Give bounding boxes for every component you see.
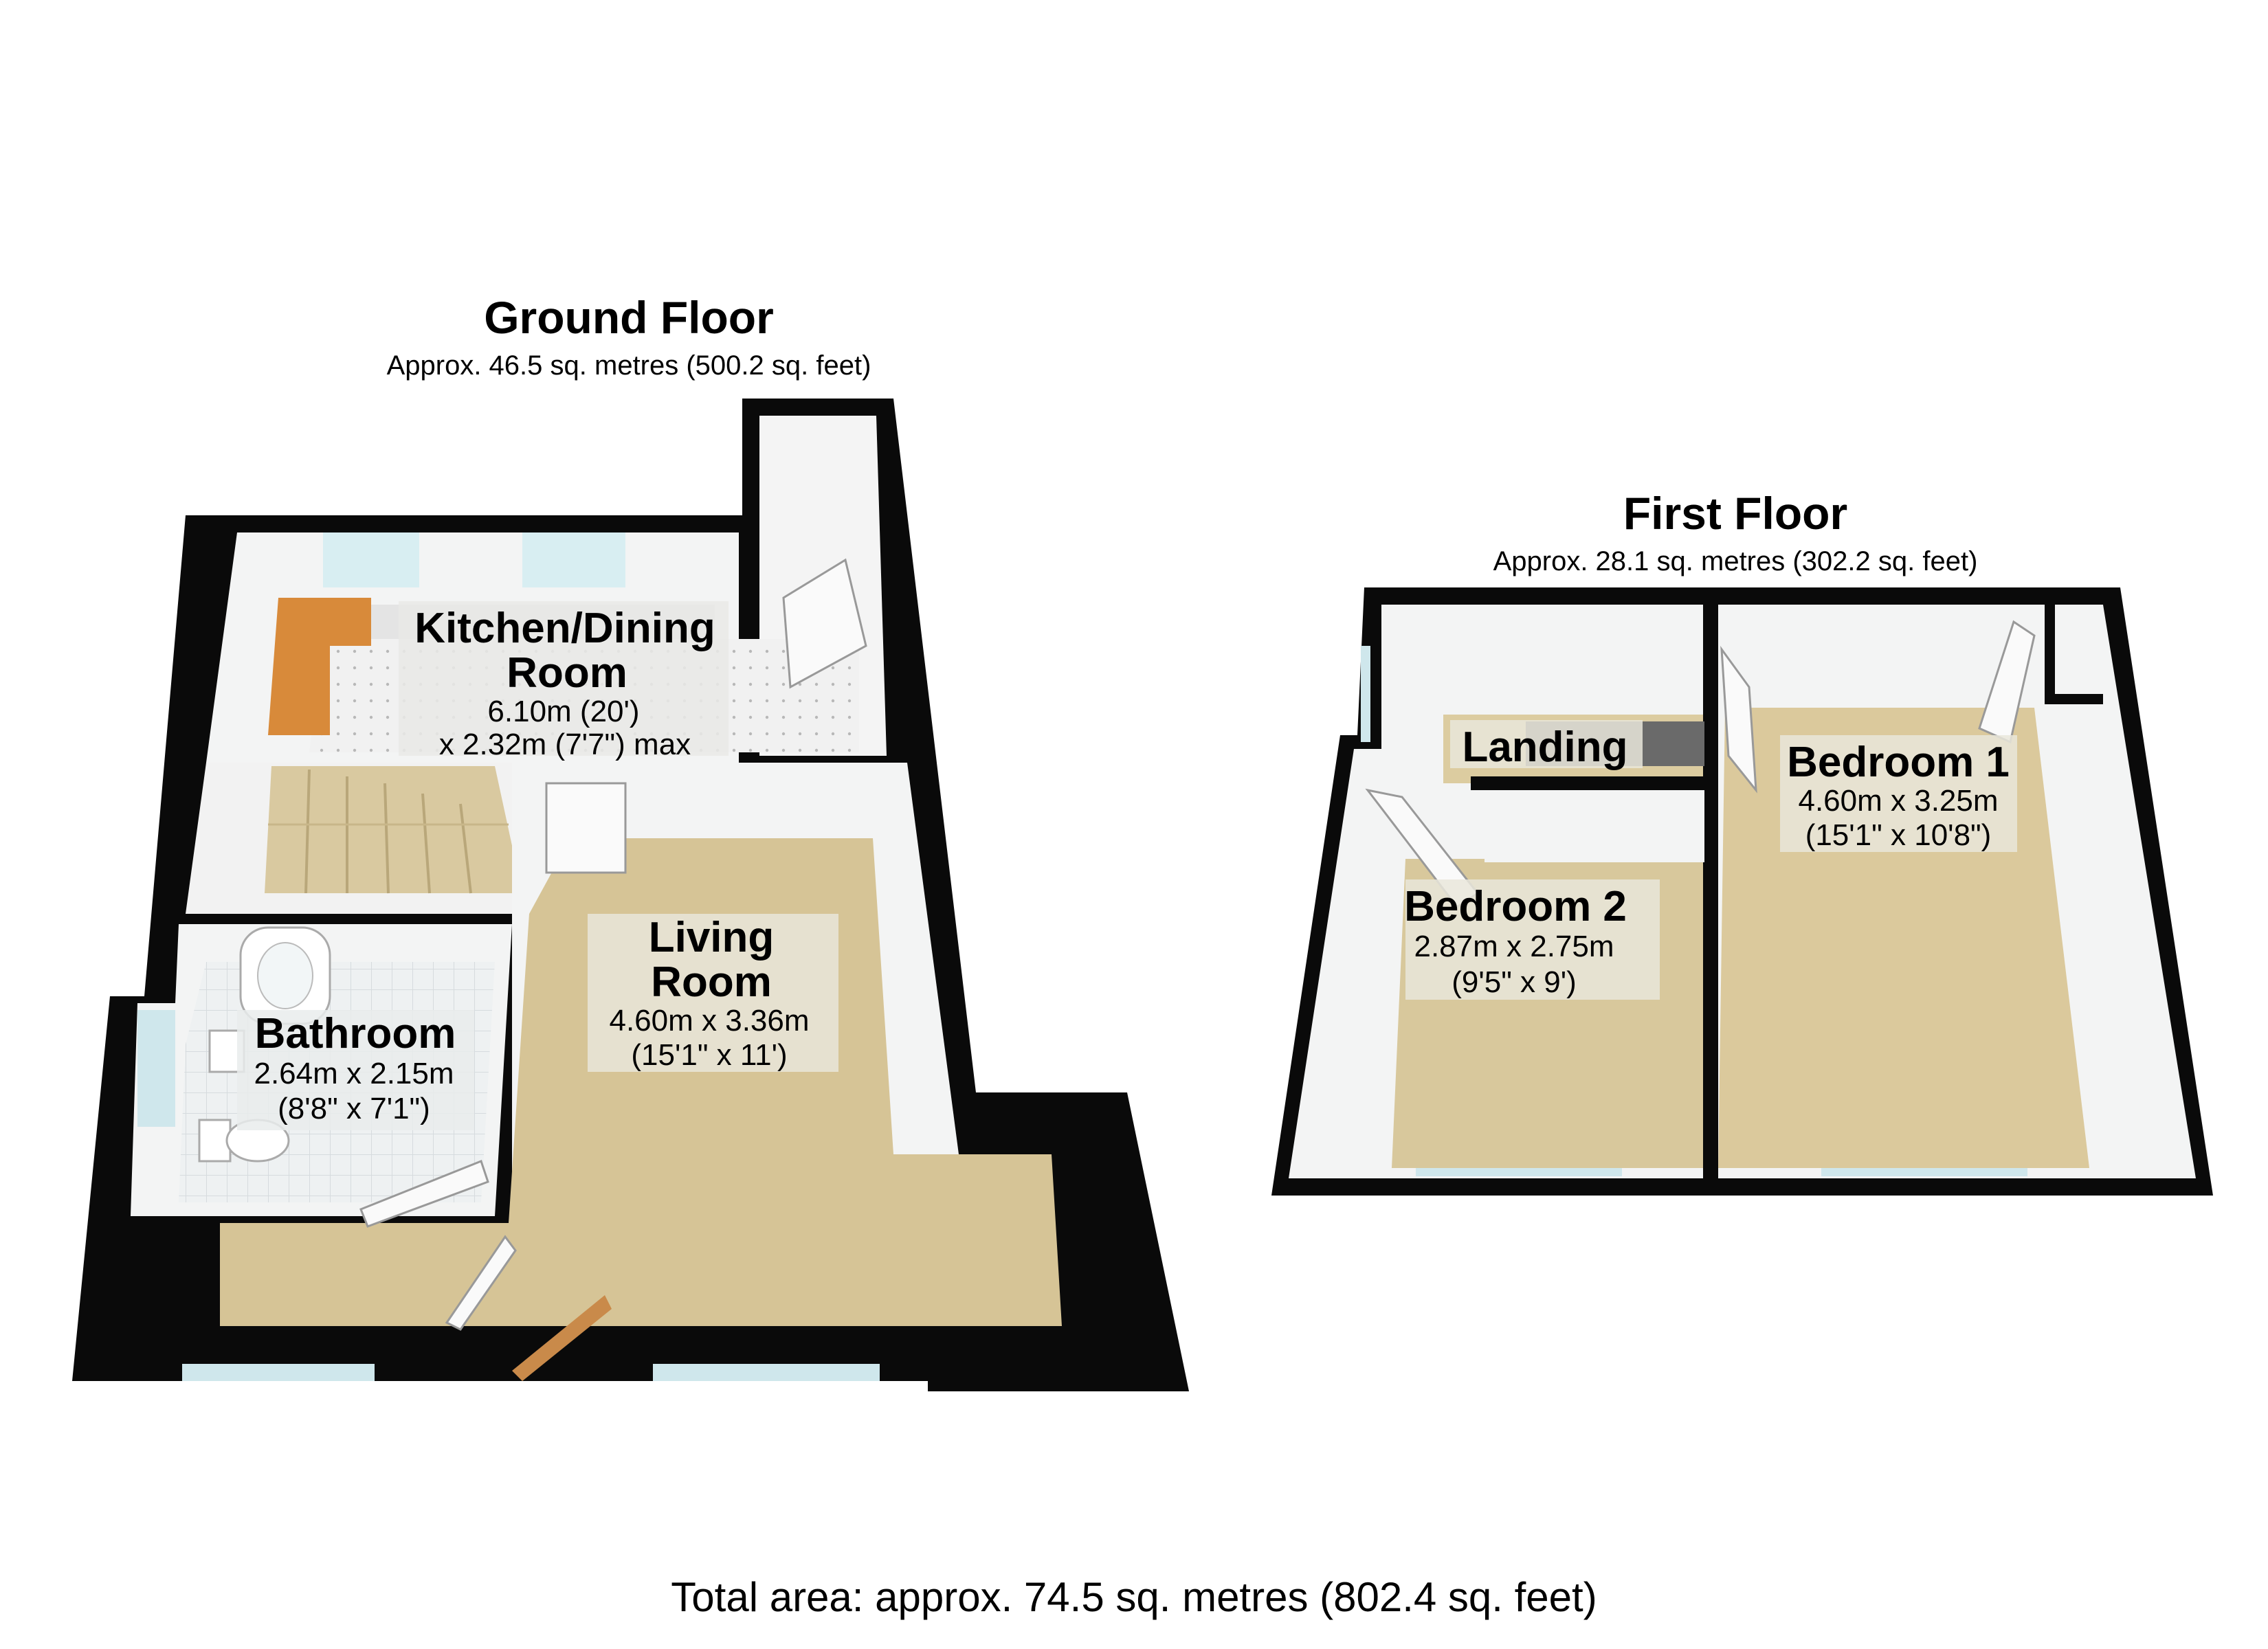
kitchen-name-1: Kitchen/Dining xyxy=(414,605,715,652)
ground-floor-plan xyxy=(72,399,1189,1391)
kitchen-dim-2: x 2.32m (7'7") max xyxy=(439,728,691,761)
bedroom2-label-bg xyxy=(1405,879,1660,1000)
staircase xyxy=(265,766,522,894)
bedroom1-label-bg xyxy=(1780,735,2017,852)
kitchen-label-bg xyxy=(399,601,729,756)
kitchen-worktop xyxy=(268,598,371,735)
bedroom1-name: Bedroom 1 xyxy=(1787,739,2010,786)
bathroom-label-bg xyxy=(237,1010,474,1130)
bedroom2-dim-1: 2.87m x 2.75m xyxy=(1414,930,1614,963)
bedroom1-cupboard xyxy=(2045,605,2103,704)
total-area: Total area: approx. 74.5 sq. metres (802… xyxy=(671,1574,1597,1620)
landing-partition-face xyxy=(1485,790,1704,862)
bathroom-dim-1: 2.64m x 2.15m xyxy=(254,1057,454,1090)
bedroom1-dim-1: 4.60m x 3.25m xyxy=(1798,784,1998,818)
bathroom-window xyxy=(137,1010,175,1127)
bedroom2-window xyxy=(1416,1168,1622,1176)
living-door xyxy=(545,782,627,874)
living-name-2: Room xyxy=(651,958,772,1006)
bedroom2-name: Bedroom 2 xyxy=(1404,883,1627,930)
landing-label-bg xyxy=(1450,720,1643,768)
first-floor-area: Approx. 28.1 sq. metres (302.2 sq. feet) xyxy=(1493,546,1978,576)
living-name-1: Living xyxy=(649,914,775,961)
entrance-hall-floor xyxy=(220,1223,509,1326)
living-dim-2: (15'1" x 11') xyxy=(631,1038,787,1072)
first-floor-title: First Floor xyxy=(1623,488,1847,539)
kitchen-back-door xyxy=(782,558,867,689)
bathroom-dim-2: (8'8" x 7'1") xyxy=(278,1092,430,1125)
living-room-floor xyxy=(220,838,1062,1326)
ground-floor-area: Approx. 46.5 sq. metres (500.2 sq. feet) xyxy=(387,350,871,381)
living-dim-1: 4.60m x 3.36m xyxy=(609,1004,809,1037)
landing-partition xyxy=(1471,776,1704,790)
bedroom2-dim-2: (9'5" x 9') xyxy=(1452,965,1577,999)
kitchen-dim-1: 6.10m (20') xyxy=(487,695,639,728)
front-door xyxy=(512,1295,612,1381)
bathroom-door xyxy=(359,1160,489,1228)
bedroom1-window xyxy=(1821,1168,2027,1176)
bathroom-name: Bathroom xyxy=(255,1010,456,1057)
front-window-left xyxy=(182,1364,375,1381)
living-label-bg xyxy=(588,914,838,1072)
landing-name: Landing xyxy=(1462,723,1627,771)
kitchen-name-2: Room xyxy=(507,649,627,697)
landing-window xyxy=(1361,646,1370,742)
kitchen-window-left xyxy=(323,532,419,587)
hall-door xyxy=(445,1235,517,1331)
bathtub xyxy=(239,926,331,1025)
bedroom1-door xyxy=(1720,645,1757,794)
kitchen-window-right xyxy=(522,532,625,587)
front-window-right xyxy=(653,1364,880,1381)
bedroom-divider-wall xyxy=(1703,605,1718,1178)
ground-floor-title: Ground Floor xyxy=(484,292,774,343)
bedroom1-dim-2: (15'1" x 10'8") xyxy=(1805,818,1992,852)
